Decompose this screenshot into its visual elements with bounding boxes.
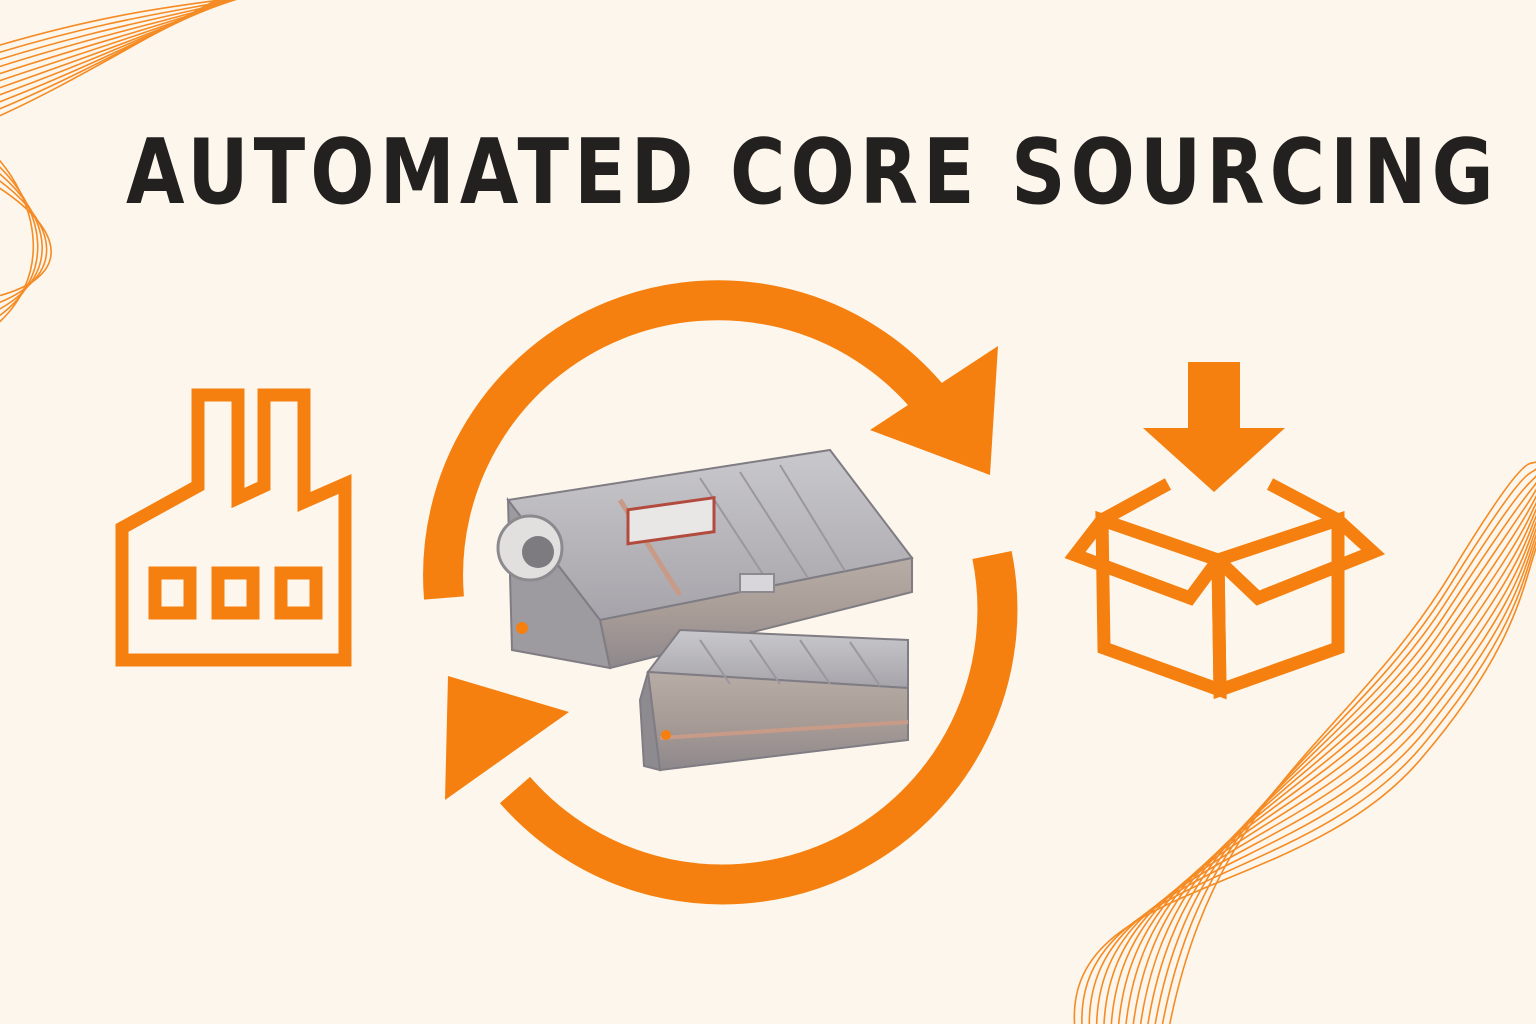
top-left-wave-lines <box>0 0 237 323</box>
wave-line <box>1169 461 1536 1024</box>
wave-line <box>1110 514 1536 1024</box>
wave-line <box>1139 488 1536 1024</box>
wave-line <box>0 187 52 297</box>
wave-line <box>1073 545 1536 1024</box>
download-arrow-icon <box>1143 362 1285 492</box>
wave-line <box>1125 501 1536 1024</box>
wave-line <box>1147 481 1536 1024</box>
wave-line <box>1161 468 1536 1024</box>
bottom-right-wave-lines <box>1073 461 1536 1024</box>
wave-line <box>1081 539 1536 1024</box>
battery-pack-small <box>638 628 909 772</box>
wave-line <box>1132 494 1536 1024</box>
wave-line <box>0 0 237 61</box>
wave-line <box>1154 475 1536 1024</box>
wave-line <box>0 159 34 323</box>
wave-line <box>1103 520 1536 1024</box>
wave-line <box>0 0 235 54</box>
wave-line <box>0 173 43 310</box>
wave-line <box>1096 527 1536 1024</box>
wave-line <box>1118 507 1536 1024</box>
wave-line <box>0 166 39 317</box>
wave-line <box>0 0 226 46</box>
wave-line <box>1088 533 1536 1024</box>
wave-line <box>0 180 48 303</box>
wave-line <box>0 0 237 68</box>
